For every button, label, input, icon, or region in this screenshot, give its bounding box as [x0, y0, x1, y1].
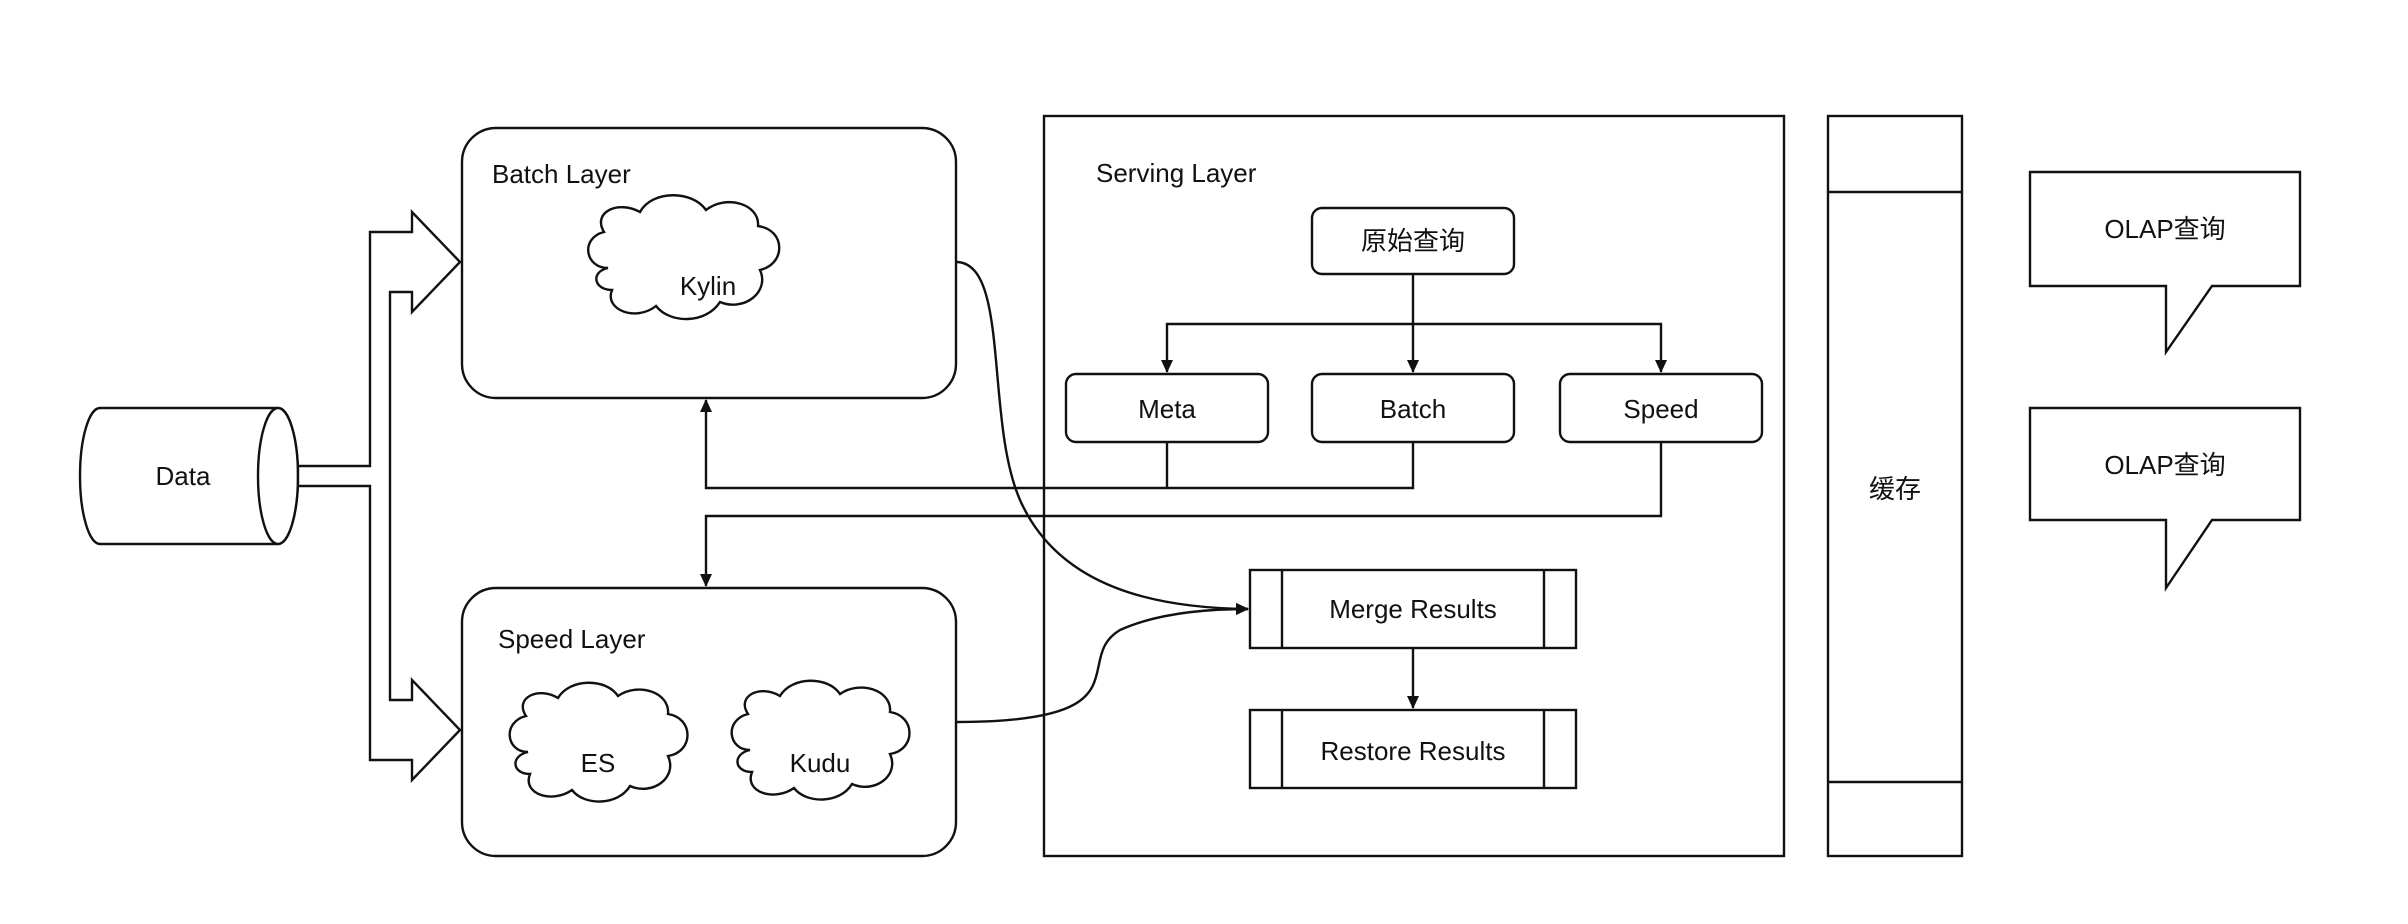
raw-query-label: 原始查询	[1361, 226, 1465, 256]
meta-label: Meta	[1138, 394, 1196, 424]
speed-layer-title: Speed Layer	[498, 624, 646, 654]
olap-callout-2: OLAP查询	[2028, 406, 2302, 592]
es-cloud: ES	[508, 681, 689, 803]
batch-layer-to-merge-arrow	[955, 260, 1249, 615]
kudu-label: Kudu	[790, 748, 851, 778]
speed-layer: Speed Layer ES Kudu	[460, 586, 958, 858]
data-store: Data	[78, 406, 300, 546]
olap-callout-2-label: OLAP查询	[2104, 450, 2225, 480]
speed-label: Speed	[1623, 394, 1698, 424]
batch-layer: Batch Layer Kylin	[460, 126, 958, 400]
data-flow-arrow	[296, 209, 462, 783]
batch-box: Batch	[1310, 372, 1516, 444]
restore-results-label: Restore Results	[1321, 736, 1506, 766]
speed-layer-to-merge-arrow	[955, 603, 1249, 724]
speed-box: Speed	[1558, 372, 1764, 444]
raw-query-to-meta-arrow	[1161, 322, 1413, 373]
raw-query-to-speed-arrow	[1413, 322, 1667, 373]
speed-to-speed-layer-arrow	[700, 442, 1663, 587]
merge-results-label: Merge Results	[1329, 594, 1497, 624]
merge-results-box: Merge Results	[1248, 568, 1578, 650]
raw-query-box: 原始查询	[1310, 206, 1516, 276]
meta-batch-to-batch-layer-arrow	[700, 399, 1415, 490]
data-label: Data	[156, 461, 211, 491]
batch-layer-title: Batch Layer	[492, 159, 631, 189]
kudu-cloud: Kudu	[730, 679, 911, 801]
cache-label: 缓存	[1869, 474, 1921, 504]
olap-callout-1: OLAP查询	[2028, 170, 2302, 356]
kylin-label: Kylin	[680, 271, 736, 301]
cache-column: 缓存	[1826, 114, 1964, 858]
batch-label: Batch	[1380, 394, 1447, 424]
restore-results-box: Restore Results	[1248, 708, 1578, 790]
es-label: ES	[581, 748, 616, 778]
connectors	[700, 260, 1667, 724]
olap-callout-1-label: OLAP查询	[2104, 214, 2225, 244]
meta-box: Meta	[1064, 372, 1270, 444]
serving-layer-title: Serving Layer	[1096, 158, 1257, 188]
kylin-cloud: Kylin	[587, 194, 781, 321]
